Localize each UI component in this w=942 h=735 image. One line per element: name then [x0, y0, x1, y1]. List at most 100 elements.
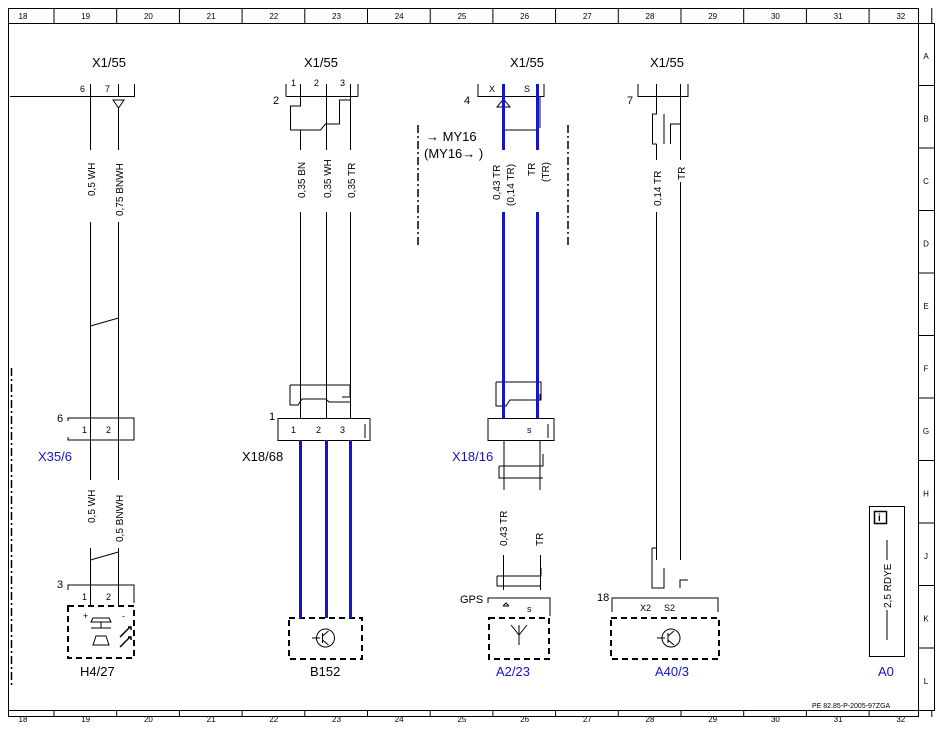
- component-h4-27: H4/27: [80, 664, 115, 679]
- pin-label: S2: [664, 603, 675, 613]
- group-a2-23: [417, 84, 569, 660]
- pin-label: 3: [340, 78, 345, 88]
- column-number: 25: [457, 715, 466, 724]
- row-letter: C: [923, 177, 929, 186]
- column-number: 22: [269, 12, 278, 21]
- column-number: 30: [771, 12, 780, 21]
- wire-label: (0,14 TR): [506, 164, 517, 206]
- pin-label: -: [122, 611, 125, 621]
- pin-label: 1: [82, 425, 87, 435]
- component-x18-68: X18/68: [242, 449, 283, 464]
- column-number: 20: [144, 12, 153, 21]
- column-number: 28: [646, 12, 655, 21]
- wire-label: 0,43 TR: [492, 165, 503, 200]
- component-b152: B152: [310, 664, 340, 679]
- blue-wires-b152: [299, 440, 352, 618]
- wire-label: 0,35 BN: [297, 162, 308, 198]
- note-my16-paren: (MY16→ ): [424, 146, 483, 161]
- column-number: 21: [207, 12, 216, 21]
- column-number: 26: [520, 12, 529, 21]
- labels: X1/55 X1/55 X1/55 X1/55 6 7 1 2 3 2 X S …: [38, 55, 894, 710]
- column-number: 26: [520, 715, 529, 724]
- wire-label: 0,35 TR: [347, 163, 358, 198]
- pin-label: 1: [82, 592, 87, 602]
- column-number: 24: [395, 12, 404, 21]
- component-a0: A0: [878, 664, 894, 679]
- a0-box: [869, 506, 905, 657]
- column-number: 32: [896, 715, 905, 724]
- connector-number: 6: [57, 413, 63, 425]
- column-number: 32: [896, 12, 905, 21]
- note-gps: GPS: [460, 594, 483, 606]
- connector-number: 18: [597, 592, 609, 604]
- column-number: 23: [332, 715, 341, 724]
- frame: [8, 8, 935, 717]
- pin-label: 1: [291, 425, 296, 435]
- pin-label: 6: [80, 84, 85, 94]
- row-letter: B: [923, 115, 928, 124]
- connector-number: 2: [273, 95, 279, 107]
- wire-label: 0,75 BNWH: [115, 163, 126, 216]
- wire-label: 0,14 TR: [653, 171, 664, 206]
- column-number: 20: [144, 715, 153, 724]
- column-number: 31: [834, 715, 843, 724]
- wire-label: 0,5 WH: [87, 490, 98, 523]
- pin-label: 2: [106, 592, 111, 602]
- column-number: 21: [207, 715, 216, 724]
- row-letter: J: [924, 552, 928, 561]
- column-number: 25: [457, 12, 466, 21]
- row-letter: F: [924, 365, 929, 374]
- connector-number: 7: [627, 95, 633, 107]
- blue-wires-a2-23: [502, 84, 539, 418]
- wire-label: 0,5 BNWH: [115, 495, 126, 542]
- column-number: 27: [583, 12, 592, 21]
- pin-label: s: [527, 425, 532, 435]
- wire-label: 2,5 RDYE: [883, 563, 894, 608]
- column-number: 28: [646, 715, 655, 724]
- pin-label: 2: [314, 78, 319, 88]
- wire-label: TR: [535, 533, 546, 546]
- pin-label: s: [527, 604, 532, 614]
- pin-label: X2: [640, 603, 651, 613]
- row-letter: L: [924, 677, 929, 686]
- component-x35-6: X35/6: [38, 449, 72, 464]
- connector-number: 4: [464, 95, 470, 107]
- row-letter: E: [923, 302, 928, 311]
- column-number: 24: [395, 715, 404, 724]
- wire-label: (TR): [541, 162, 552, 182]
- wire-label: TR: [527, 163, 538, 176]
- row-letter: A: [923, 52, 929, 61]
- row-letter: H: [923, 490, 929, 499]
- wire-label: TR: [677, 167, 688, 180]
- connector-x1-55-c: X1/55: [510, 55, 544, 70]
- pin-label: 2: [106, 425, 111, 435]
- connector-number: 1: [269, 411, 275, 423]
- pin-label: +: [83, 611, 88, 621]
- row-letter: D: [923, 240, 929, 249]
- column-number: 27: [583, 715, 592, 724]
- connector-number: 3: [57, 579, 63, 591]
- column-number: 19: [81, 715, 90, 724]
- group-a40-3: [610, 84, 720, 660]
- connector-x1-55-a: X1/55: [92, 55, 126, 70]
- pin-label: 7: [105, 84, 110, 94]
- pin-label: 1: [291, 78, 296, 88]
- group-h4-27: [10, 84, 135, 659]
- pin-label: X: [489, 84, 495, 94]
- component-x18-16: X18/16: [452, 449, 493, 464]
- column-number: 23: [332, 12, 341, 21]
- column-number: 19: [81, 12, 90, 21]
- connector-x1-55-b: X1/55: [304, 55, 338, 70]
- row-letter: K: [923, 615, 929, 624]
- column-number: 31: [834, 12, 843, 21]
- group-b152: [277, 84, 371, 660]
- connector-x1-55-d: X1/55: [650, 55, 684, 70]
- column-number: 29: [708, 715, 717, 724]
- wire-label: 0,5 WH: [87, 163, 98, 196]
- info-icon: i: [878, 513, 881, 524]
- component-a40-3: A40/3: [655, 664, 689, 679]
- column-number: 22: [269, 715, 278, 724]
- column-number: 18: [19, 715, 28, 724]
